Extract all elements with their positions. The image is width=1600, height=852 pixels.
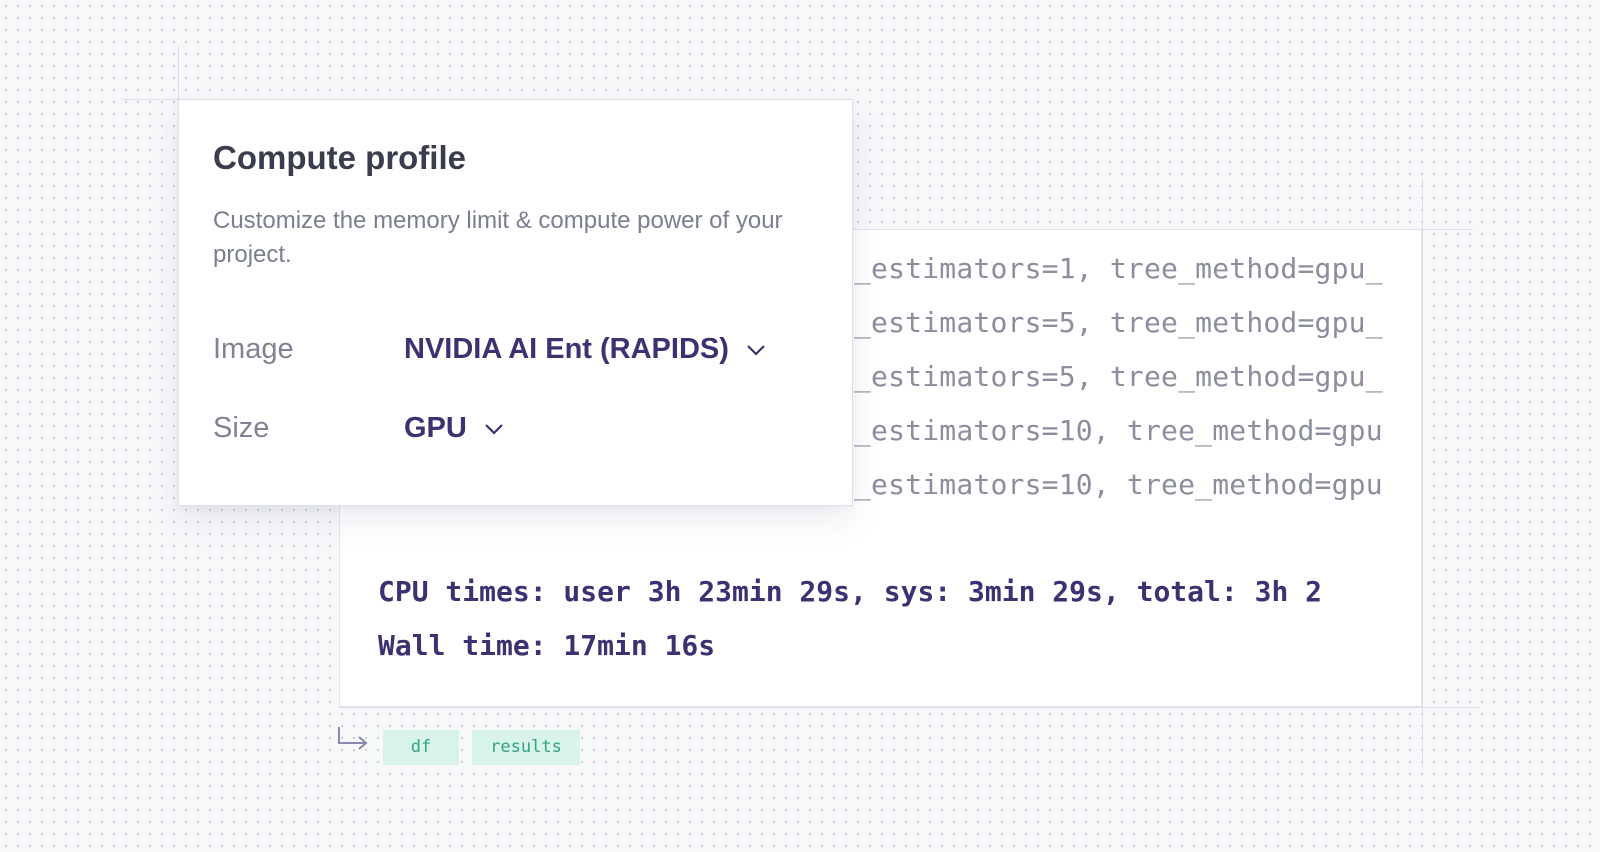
size-label: Size [213, 412, 270, 444]
compute-profile-card: Compute profile Customize the memory lim… [178, 99, 853, 506]
output-line: _estimators=5, tree_method=gpu_ [854, 360, 1383, 393]
wall-time-line: Wall time: 17min 16s [378, 629, 716, 662]
image-select[interactable]: NVIDIA AI Ent (RAPIDS) [404, 333, 767, 366]
size-value: GPU [404, 412, 467, 444]
return-arrow-icon [338, 727, 368, 750]
size-select[interactable]: GPU [404, 412, 505, 445]
guide-line [1422, 178, 1423, 768]
output-variable-chip-df[interactable]: df [383, 730, 459, 765]
output-line: _estimators=1, tree_method=gpu_ [854, 252, 1383, 285]
card-description: Customize the memory limit & compute pow… [213, 207, 783, 268]
guide-line [339, 707, 1479, 708]
guide-line [122, 99, 182, 100]
image-value: NVIDIA AI Ent (RAPIDS) [404, 333, 729, 365]
chevron-down-icon [485, 423, 503, 435]
chevron-down-icon [747, 344, 765, 356]
image-label: Image [213, 333, 294, 365]
output-line: _estimators=10, tree_method=gpu [854, 468, 1383, 501]
output-line: _estimators=5, tree_method=gpu_ [854, 306, 1383, 339]
output-variable-chip-results[interactable]: results [472, 730, 580, 765]
card-title: Compute profile [213, 139, 466, 176]
cpu-times-line: CPU times: user 3h 23min 29s, sys: 3min … [378, 575, 1323, 608]
output-line: _estimators=10, tree_method=gpu [854, 414, 1383, 447]
guide-line [178, 46, 179, 106]
